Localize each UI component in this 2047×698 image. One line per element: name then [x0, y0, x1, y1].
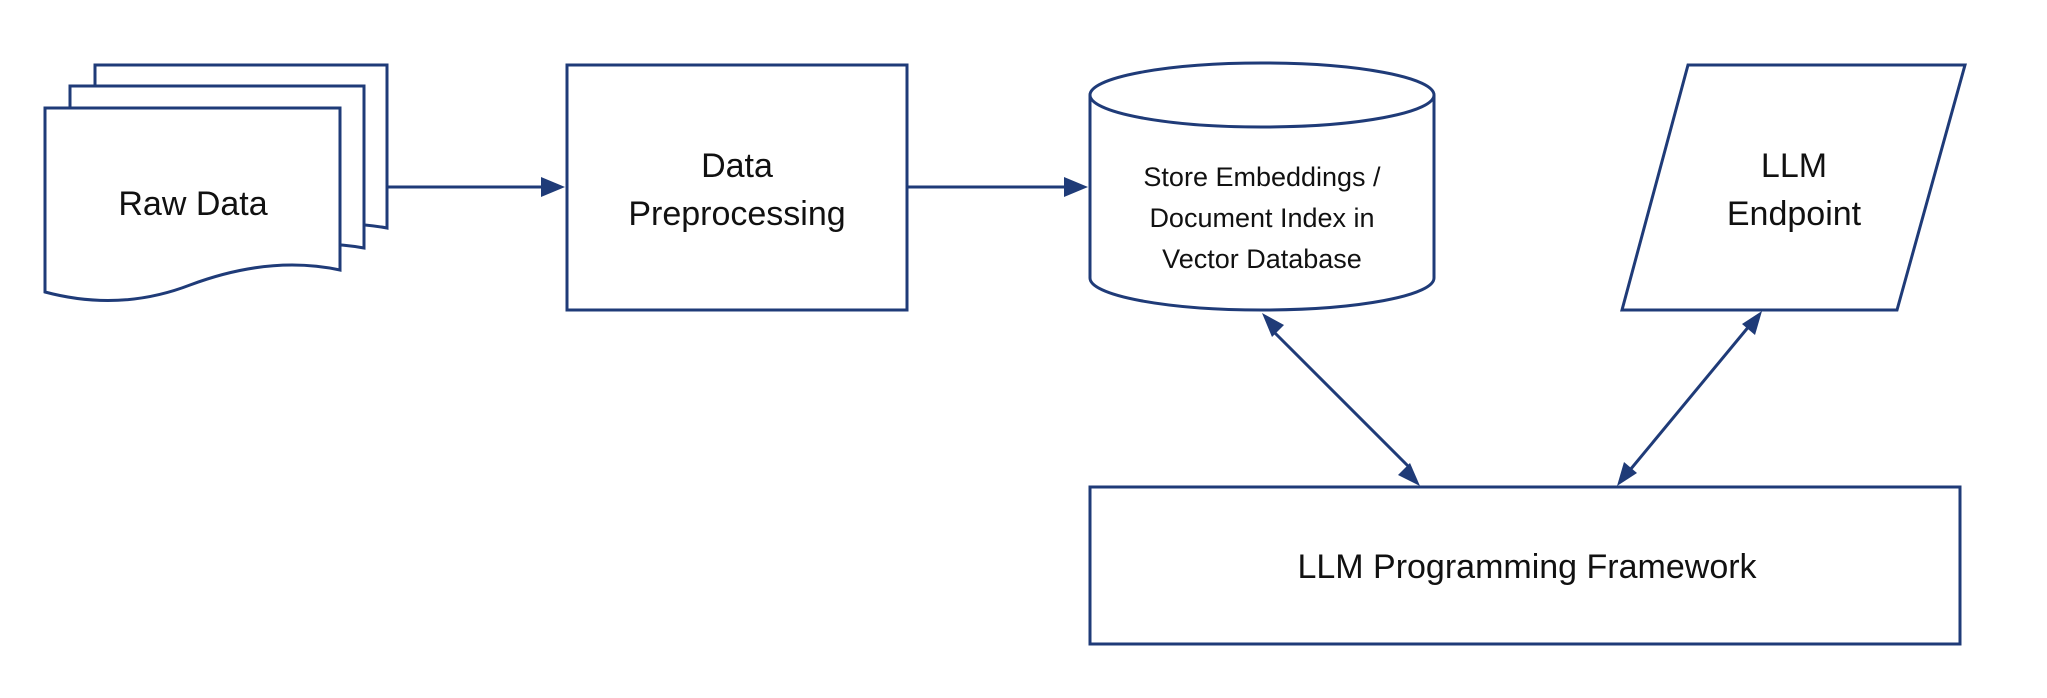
data-preprocessing-box: [565, 63, 909, 312]
vector-database-label-line1: Store Embeddings /: [1143, 162, 1381, 192]
arrow-vectordb-framework-line: [1268, 326, 1412, 470]
arrow-endpoint-framework-head-top: [1742, 311, 1762, 335]
arrow-preprocessing-to-vectordb: [907, 177, 1088, 197]
raw-data-doc-front: [43, 106, 342, 302]
vector-database-label-line2: Document Index in: [1149, 203, 1374, 233]
data-preprocessing-label-line2: Preprocessing: [628, 195, 845, 233]
vector-database-node: Store Embeddings / Document Index in Vec…: [1088, 61, 1436, 312]
llm-endpoint-node: LLM Endpoint: [1620, 63, 1967, 312]
arrow-vectordb-framework: [1262, 313, 1420, 486]
llm-framework-node: LLM Programming Framework: [1088, 485, 1962, 646]
arrow-raw-to-preprocessing-head: [541, 177, 565, 197]
raw-data-node: Raw Data: [43, 63, 389, 302]
arrow-vectordb-framework-head-top: [1262, 313, 1284, 337]
llm-endpoint-parallelogram: [1620, 63, 1967, 312]
llm-endpoint-label-line2: Endpoint: [1727, 195, 1862, 233]
arrow-raw-to-preprocessing: [387, 177, 565, 197]
arrow-preprocessing-to-vectordb-head: [1064, 177, 1088, 197]
arrow-endpoint-framework-head-bottom: [1617, 462, 1637, 486]
llm-framework-box: [1088, 485, 1962, 646]
data-preprocessing-label-line1: Data: [701, 147, 773, 185]
arrow-endpoint-framework: [1617, 311, 1762, 486]
data-preprocessing-node: Data Preprocessing: [565, 63, 909, 312]
arrow-endpoint-framework-line: [1628, 324, 1752, 471]
arrow-vectordb-framework-head-bottom: [1398, 463, 1420, 486]
vector-database-cylinder-body: [1088, 95, 1436, 312]
llm-framework-label: LLM Programming Framework: [1297, 548, 1757, 586]
raw-data-label: Raw Data: [118, 185, 267, 223]
vector-database-cylinder-top: [1088, 61, 1436, 129]
llm-endpoint-label-line1: LLM: [1761, 147, 1827, 185]
vector-database-label-line3: Vector Database: [1162, 244, 1362, 274]
